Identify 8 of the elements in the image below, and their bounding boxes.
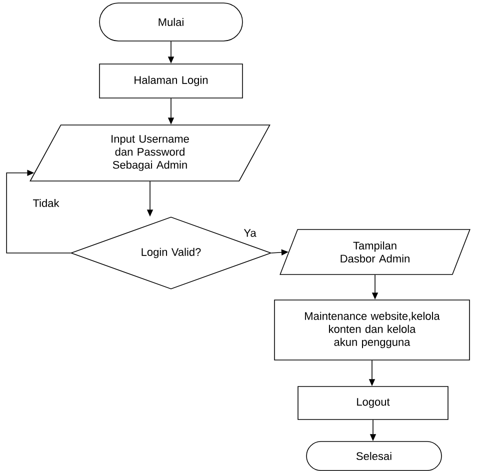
- arrow: [6, 170, 71, 254]
- input-output-parallelogram: Tampilan Dasbor Admin: [280, 229, 470, 275]
- process-box: Logout: [298, 386, 448, 420]
- edge-label: Ya: [242, 228, 258, 238]
- process-box: Halaman Login: [99, 64, 243, 98]
- edge-label: Tidak: [32, 198, 60, 208]
- process-box: Maintenance website,kelola konten dan kelola akun pengguna: [274, 300, 470, 360]
- input-output-parallelogram: Input Username dan Password Sebagai Admin: [30, 124, 270, 182]
